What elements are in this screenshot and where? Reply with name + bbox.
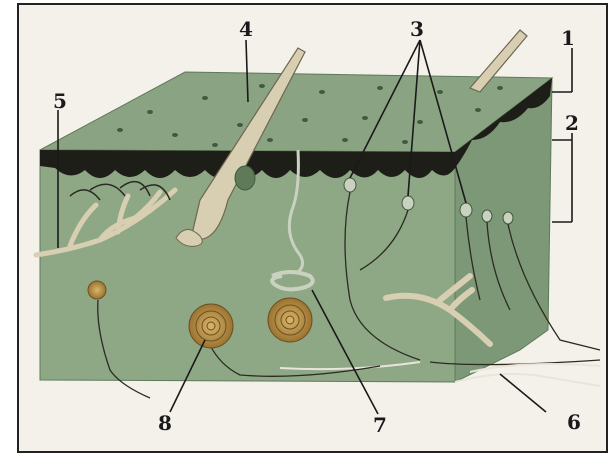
label-2: 2 [565,111,579,135]
label-8: 8 [158,411,172,435]
label-3: 3 [410,17,424,41]
label-4: 4 [239,17,253,41]
label-5: 5 [53,89,67,113]
label-1: 1 [561,26,575,50]
label-7: 7 [373,413,387,437]
sebaceous-gland [235,166,255,190]
label-6: 6 [567,410,581,434]
